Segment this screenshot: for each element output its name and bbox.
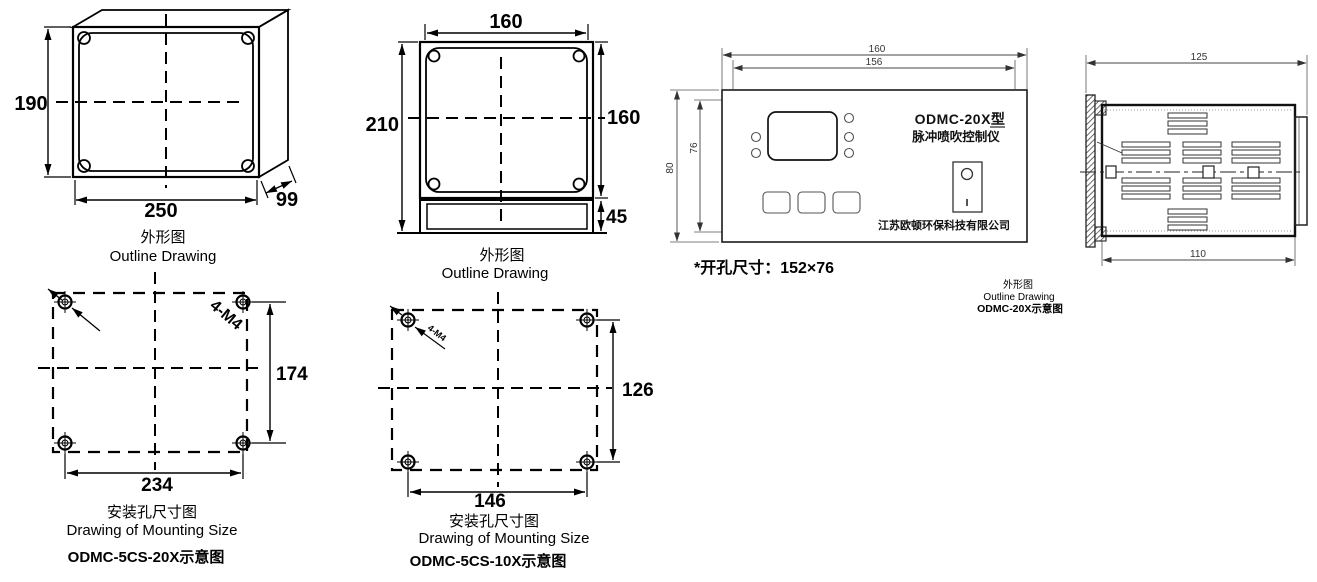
front-bezel — [1085, 94, 1096, 248]
corner-screw — [241, 31, 255, 45]
led-indicator — [750, 147, 762, 159]
led-indicator — [750, 131, 762, 143]
corner-screw — [427, 177, 441, 191]
dim-total-height-value: 210 — [366, 114, 399, 136]
rear-connector — [1294, 116, 1308, 226]
corner-screw — [572, 49, 586, 63]
vent-slats — [1121, 112, 1281, 231]
led-indicator — [843, 147, 855, 159]
product-name: 脉冲喷吹控制仪 — [911, 129, 1000, 144]
hole-leader-line — [414, 326, 446, 350]
indicator-leds — [750, 112, 855, 159]
dim-width-value: 234 — [141, 475, 173, 496]
terminal-base — [419, 199, 594, 234]
side-view-drawing-20x — [1080, 55, 1308, 266]
panel-button — [832, 191, 861, 214]
dim-width-value: 250 — [144, 200, 177, 222]
dim-height-value: 174 — [276, 364, 308, 385]
panel-title-en: Outline Drawing — [983, 292, 1054, 303]
model-name: ODMC-20X型 — [915, 111, 1006, 127]
led-indicator — [843, 112, 855, 124]
panel-caption: ODMC-20X示意图 — [977, 302, 1063, 315]
mounting-title-en: Drawing of Mounting Size — [67, 522, 238, 539]
dim-width-top-value: 160 — [489, 11, 522, 33]
mounting-outline-dashed — [51, 291, 249, 454]
dim-height-value: 126 — [622, 380, 654, 401]
dim-width-outer-value: 160 — [869, 44, 886, 55]
dim-width-outer-value: 125 — [1191, 52, 1208, 63]
corner-screw — [77, 31, 91, 45]
led-indicator — [843, 131, 855, 143]
dim-height-value: 190 — [14, 93, 47, 115]
terminal-base-inner — [426, 203, 588, 230]
cutout-size-note: *开孔尺寸：152×76 — [694, 258, 834, 277]
front-panel-drawing-20x — [670, 48, 1028, 243]
power-switch-body — [952, 161, 983, 213]
dim-width-body-value: 110 — [1190, 249, 1206, 260]
mounting-title-cn: 安装孔尺寸图 — [449, 513, 539, 530]
dim-width-inner-value: 156 — [866, 57, 883, 68]
mounting-title-cn: 安装孔尺寸图 — [107, 504, 197, 521]
hole-leader-arrow — [47, 288, 63, 301]
thread-spec-label: 4-M4 — [426, 323, 448, 344]
dimension-line-depth — [265, 180, 293, 194]
dim-width-value: 146 — [474, 491, 506, 512]
dim-body-height-value: 160 — [607, 107, 640, 129]
dim-height-inner-value: 76 — [689, 142, 700, 154]
hole-leader-arrow — [389, 305, 403, 316]
power-switch — [952, 161, 983, 213]
vent-leader-line — [1096, 141, 1123, 154]
mounting-drawing-20x — [38, 272, 286, 479]
panel-face — [721, 89, 1028, 243]
power-on-icon: I — [966, 198, 969, 209]
panel-title-cn: 外形图 — [1003, 279, 1033, 291]
mounting-drawing-10x — [378, 292, 620, 497]
mounting-hole — [52, 289, 78, 315]
company-name: 江苏欧顿环保科技有限公司 — [878, 218, 1010, 232]
dim-height-outer-value: 80 — [665, 162, 676, 174]
outline-drawing-box-20x — [44, 8, 297, 205]
bezel-clip-bottom — [1094, 226, 1107, 242]
model-caption: ODMC-5CS-20X示意图 — [68, 548, 225, 566]
thread-spec-label: 4-M4 — [206, 297, 245, 334]
bezel-clip-top — [1094, 100, 1107, 116]
dim-depth-value: 99 — [276, 189, 298, 211]
keypad — [762, 191, 861, 214]
panel-button — [762, 191, 791, 214]
outline-title-en: Outline Drawing — [442, 265, 549, 282]
mounting-hole — [574, 307, 600, 333]
corner-screw — [572, 177, 586, 191]
box-lid-edge — [425, 47, 588, 193]
model-caption: ODMC-5CS-10X示意图 — [410, 552, 567, 570]
box-top-face — [69, 9, 292, 28]
outline-title-en: Outline Drawing — [110, 248, 217, 265]
chassis-clips — [1105, 165, 1260, 179]
outline-drawing-box-10x — [397, 24, 608, 234]
display-screen — [767, 111, 838, 161]
hole-leader-line — [71, 307, 101, 332]
housing-body — [1100, 103, 1297, 238]
dim-base-height-value: 45 — [606, 207, 628, 228]
corner-screw — [77, 159, 91, 173]
outline-title-cn: 外形图 — [140, 229, 185, 246]
mounting-hole — [230, 430, 256, 456]
box-front-face — [418, 40, 595, 200]
corner-screw — [241, 159, 255, 173]
panel-button — [797, 191, 826, 214]
outline-title-cn: 外形图 — [479, 247, 524, 264]
mounting-hole — [52, 430, 78, 456]
mounting-title-en: Drawing of Mounting Size — [419, 530, 590, 547]
mounting-hole — [230, 289, 256, 315]
power-off-icon — [960, 167, 974, 181]
corner-screw — [427, 49, 441, 63]
mounting-outline-dashed — [390, 308, 599, 472]
box-side-face — [258, 8, 289, 179]
